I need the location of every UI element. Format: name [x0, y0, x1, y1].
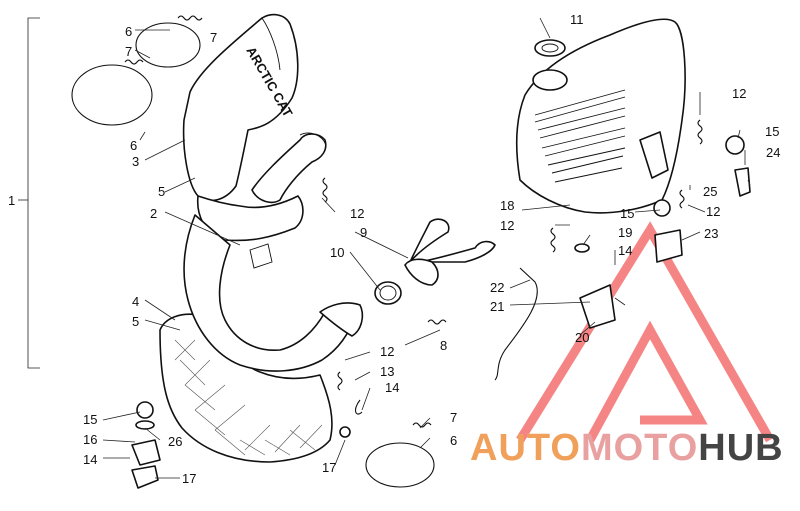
callout-23: 23: [704, 226, 718, 241]
callout-15c: 15: [765, 124, 779, 139]
callout-12d: 12: [500, 218, 514, 233]
callout-5: 5: [158, 184, 165, 199]
springs: [124, 15, 703, 428]
resonator-box: [515, 18, 686, 214]
callout-7b: 7: [125, 44, 132, 59]
callout-14c: 14: [618, 243, 632, 258]
callout-15b: 15: [620, 206, 634, 221]
callout-3: 3: [132, 154, 139, 169]
callout-8: 8: [440, 338, 447, 353]
callout-12e: 12: [706, 204, 720, 219]
callout-22: 22: [490, 280, 504, 295]
watermark-hub: HUB: [698, 427, 783, 469]
watermark-brand: AUTOMOTOHUB: [470, 427, 784, 469]
callout-4: 4: [132, 294, 139, 309]
callout-19: 19: [618, 225, 632, 240]
watermark-moto: MOTO: [581, 427, 698, 469]
exhaust-manifold: [404, 218, 496, 286]
callout-15: 15: [83, 412, 97, 427]
muffler-silencer: ARCTIC CAT: [182, 13, 299, 202]
callout-20: 20: [575, 330, 589, 345]
callout-12c: 12: [732, 86, 746, 101]
callout-6c: 6: [450, 433, 457, 448]
callout-17: 17: [182, 471, 196, 486]
callout-1: 1: [8, 193, 15, 208]
watermark-logo-icon: [516, 221, 774, 443]
callout-14: 14: [385, 380, 399, 395]
leader-lines: [102, 17, 751, 479]
callout-5b: 5: [132, 314, 139, 329]
callout-9: 9: [360, 225, 367, 240]
callout-12b: 12: [380, 344, 394, 359]
watermark-auto: AUTO: [470, 427, 581, 469]
part-callouts: 1 2 3 4 5 5 6 6 6 7 7 7 8 9 10 11 12 12 …: [8, 12, 780, 486]
lower-hardware: [131, 399, 363, 489]
callout-16: 16: [83, 432, 97, 447]
callout-13: 13: [380, 364, 394, 379]
callout-17b: 17: [322, 460, 336, 475]
callout-6b: 6: [130, 138, 137, 153]
callout-24: 24: [766, 145, 780, 160]
callout-21: 21: [490, 299, 504, 314]
callout-11: 11: [570, 12, 584, 27]
gasket-ring: [374, 281, 402, 305]
expansion-chamber: [183, 214, 364, 372]
callout-6: 6: [125, 24, 132, 39]
head-pipe: [196, 132, 327, 242]
callout-2: 2: [150, 206, 157, 221]
mounting-brackets: [494, 131, 751, 381]
clamp-rings: [71, 22, 435, 488]
callout-26: 26: [168, 434, 182, 449]
callout-7c: 7: [450, 410, 457, 425]
callout-12: 12: [350, 206, 364, 221]
callout-10: 10: [330, 245, 344, 260]
callout-25: 25: [703, 184, 717, 199]
callout-7: 7: [210, 30, 217, 45]
callout-14b: 14: [83, 452, 97, 467]
assembly-bracket: [18, 17, 40, 369]
callout-18: 18: [500, 198, 514, 213]
